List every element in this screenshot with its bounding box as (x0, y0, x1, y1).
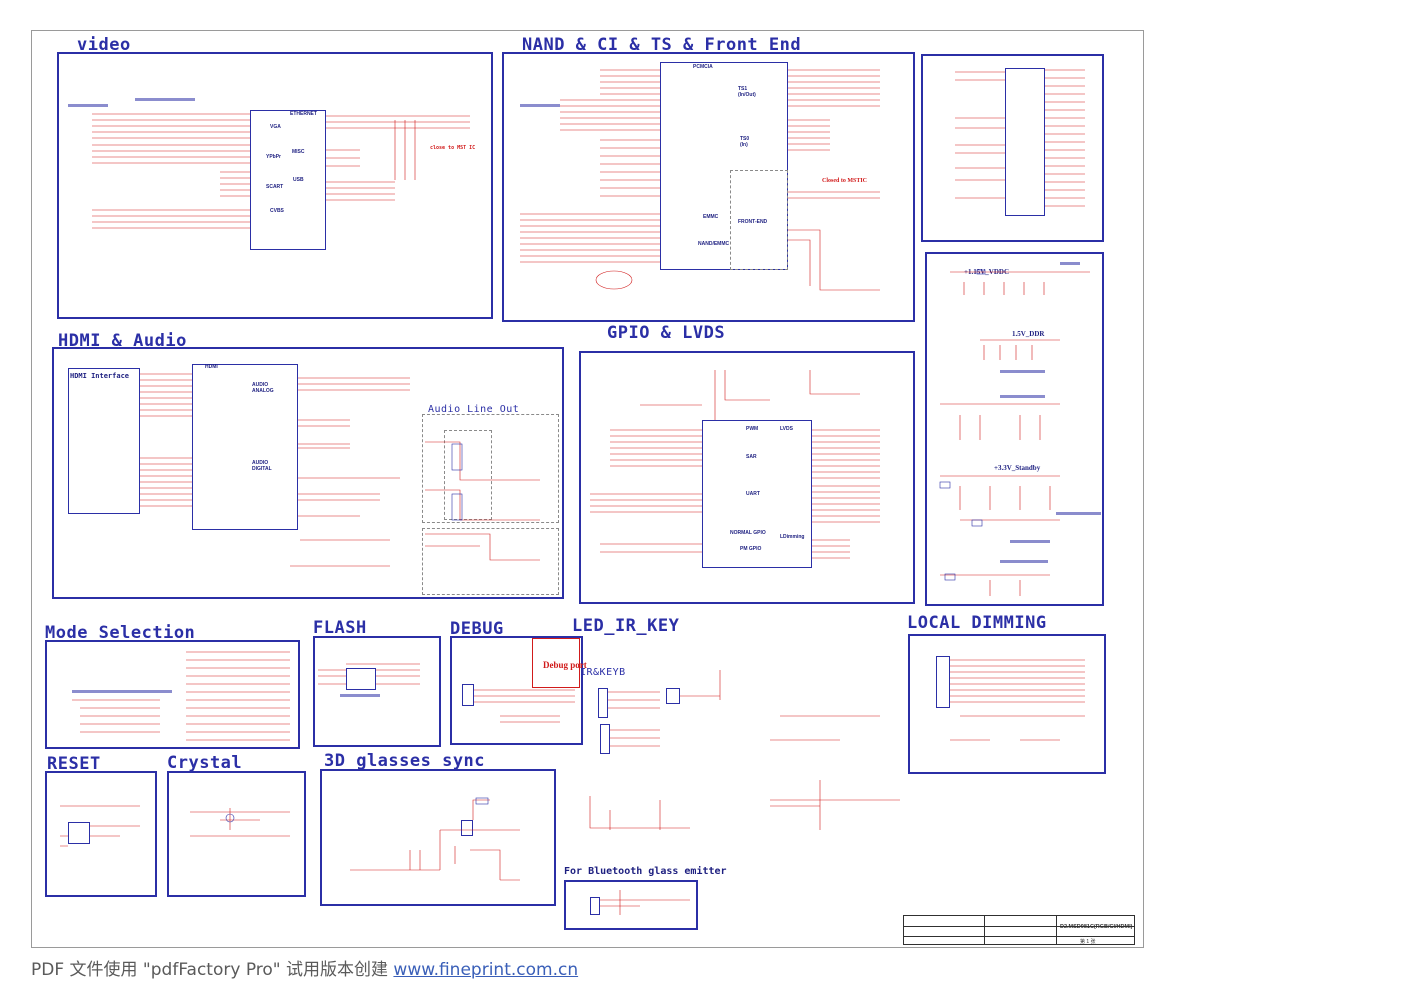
block-gpio (579, 351, 915, 604)
closed-to-mstic-label: Closed to MSTIC (822, 178, 868, 184)
chip-glasses-transistor (461, 820, 473, 836)
chip-bt-connector (590, 897, 600, 915)
title-block-sheet: 第 1 张 (1080, 939, 1096, 945)
ts1-label: TS1 (In/Out) (738, 86, 756, 98)
block-glasses (320, 769, 556, 906)
chip-debug-connector (462, 684, 474, 706)
debug-port-label: Debug port (543, 660, 587, 670)
chip-irkey-connector (598, 688, 608, 718)
block-video (57, 52, 493, 319)
chip-pcmcia (660, 62, 788, 270)
rail-15-label: 1.5V_DDR (1012, 330, 1045, 338)
amp-dashed-area (444, 430, 492, 520)
chip-video-input (250, 110, 326, 250)
chip-flash (346, 668, 376, 690)
ypbpr-label: YPbPr (266, 154, 282, 160)
chip-reset (68, 822, 90, 844)
sar-label: SAR (746, 454, 757, 460)
pdf-footer-text: PDF 文件使用 "pdfFactory Pro" 试用版本创建 (31, 960, 394, 980)
ts0-label: TS0 (In) (740, 136, 750, 148)
uart-label: UART (746, 491, 760, 497)
section-title-mode: Mode Selection (45, 623, 196, 643)
block-power-rails (925, 252, 1104, 606)
block-nand (502, 52, 915, 322)
section-title-hdmi: HDMI & Audio (58, 331, 187, 351)
chip-power-pins (1005, 68, 1045, 216)
chip-keyb-connector (600, 724, 610, 754)
hdmi-block-label: HDMI (205, 364, 218, 370)
bt-emitter-label: For Bluetooth glass emitter (564, 866, 727, 877)
chip-local-connector (936, 656, 950, 708)
section-title-reset: RESET (47, 754, 101, 774)
emmc-label: EMMC (703, 214, 719, 220)
ethernet-label: ETHERNET (290, 111, 317, 117)
vga-label: VGA (270, 124, 281, 130)
drawing-frame (31, 30, 1144, 948)
chip-ir-receiver (666, 688, 680, 704)
section-title-local: LOCAL DIMMING (907, 613, 1047, 633)
lvds-label: LVDS (780, 426, 793, 432)
audio-line-out-box (422, 414, 559, 523)
audio-line-out-box-2 (422, 528, 559, 595)
fineprint-link[interactable]: www.fineprint.com.cn (393, 960, 579, 980)
audio-digital-label: AUDIO DIGITAL (252, 460, 272, 472)
chip-gpio-lvds (702, 420, 812, 568)
section-title-video: video (77, 35, 131, 55)
misc-label: MISC (292, 149, 305, 155)
hdmi-interface-label: HDMI Interface (70, 372, 130, 380)
close-to-mst-label: close to MST IC (430, 145, 476, 151)
block-mode (45, 640, 300, 749)
rail-33-label: +3.3V_Standby (994, 464, 1041, 472)
scart-label: SCART (266, 184, 284, 190)
cvbs-label: CVBS (270, 208, 284, 214)
pcmcia-label: PCMCIA (693, 64, 713, 70)
audio-line-out-label: Audio Line Out (428, 404, 520, 415)
block-reset (45, 771, 157, 897)
section-title-glasses: 3D glasses sync (324, 751, 486, 771)
section-title-led: LED_IR_KEY (572, 616, 680, 636)
ldimming-label: LDimming (780, 534, 805, 540)
section-title-debug: DEBUG (450, 619, 504, 639)
ir-keyb-label: IR&KEYB (580, 667, 626, 678)
debug-port-box (532, 638, 580, 688)
block-local (908, 634, 1106, 774)
section-title-crystal: Crystal (167, 753, 243, 773)
front-end-area (730, 170, 788, 270)
pwm-label: PWM (746, 426, 759, 432)
block-power-nand (921, 54, 1104, 242)
chip-hdmi-interface (68, 368, 140, 514)
section-title-flash: FLASH (313, 618, 367, 638)
block-debug (450, 636, 583, 745)
block-crystal (167, 771, 306, 897)
section-title-gpio: GPIO & LVDS (607, 323, 726, 343)
audio-analog-label: AUDIO ANALOG (252, 382, 274, 394)
title-block: D2.MSD981C(RGB/CI/HDMI) 第 1 张 (903, 915, 1135, 945)
block-hdmi (52, 347, 564, 599)
chip-hdmi (192, 364, 298, 530)
normal-gpio-label: NORMAL GPIO (730, 530, 766, 536)
block-flash (313, 636, 441, 747)
usb-label: USB (293, 177, 304, 183)
title-block-doc: D2.MSD981C(RGB/CI/HDMI) (1060, 924, 1133, 930)
pdf-footer: PDF 文件使用 "pdfFactory Pro" 试用版本创建 www.fin… (31, 955, 578, 980)
block-bt-emitter (564, 880, 698, 930)
pm-gpio-label: PM GPIO (740, 546, 762, 552)
nand-emmc-label: NAND/EMMC (698, 241, 730, 247)
front-end-label: FRONT-END (738, 219, 768, 225)
section-title-nand: NAND & CI & TS & Front End (522, 35, 802, 55)
